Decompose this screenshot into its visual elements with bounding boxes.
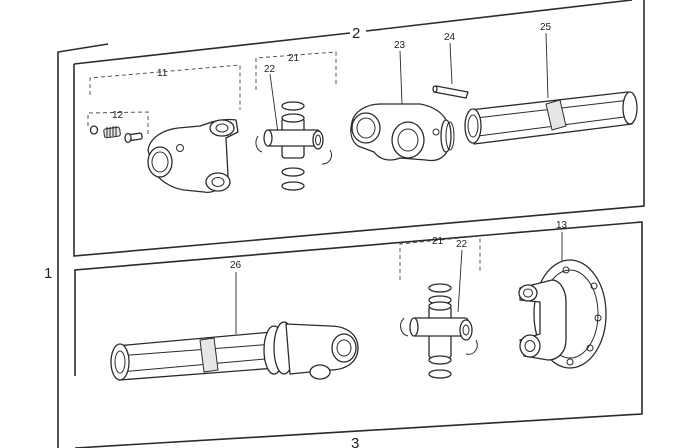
universal-cross-lower bbox=[400, 283, 478, 379]
frame-assembly-2 bbox=[73, 0, 645, 257]
callout-22-upper: 22 bbox=[264, 64, 276, 75]
callout-25: 25 bbox=[540, 22, 552, 33]
bolt-kit bbox=[89, 125, 143, 144]
inner-yoke bbox=[350, 103, 455, 162]
callout-22-lower: 22 bbox=[456, 239, 468, 250]
bracket-group-12 bbox=[87, 111, 149, 134]
bracket-group-21-lower bbox=[399, 235, 481, 280]
yoke-collar bbox=[263, 321, 359, 380]
bolt bbox=[124, 132, 143, 144]
frame-assembly-3 bbox=[74, 221, 643, 448]
callout-2: 2 bbox=[352, 25, 360, 42]
callout-26: 26 bbox=[230, 260, 242, 271]
callout-3: 3 bbox=[351, 435, 359, 448]
inner-profile-tube bbox=[110, 321, 359, 381]
callout-11: 11 bbox=[157, 68, 168, 79]
flange-yoke bbox=[518, 259, 607, 369]
callout-23: 23 bbox=[394, 40, 406, 51]
bracket-group-11 bbox=[89, 64, 241, 110]
callout-21-lower: 21 bbox=[432, 236, 444, 247]
bracket-group-21-upper bbox=[255, 51, 337, 90]
universal-cross-upper bbox=[255, 101, 333, 191]
callout-13: 13 bbox=[556, 220, 568, 231]
outer-frame-assembly-1 bbox=[57, 43, 109, 448]
spring-pin bbox=[432, 85, 469, 99]
callout-24: 24 bbox=[444, 32, 456, 43]
callout-12: 12 bbox=[112, 110, 124, 121]
callout-1: 1 bbox=[44, 265, 52, 282]
splined-yoke bbox=[147, 118, 239, 193]
spring bbox=[103, 126, 121, 139]
outer-profile-tube bbox=[464, 91, 638, 145]
callout-21-upper: 21 bbox=[288, 53, 300, 64]
